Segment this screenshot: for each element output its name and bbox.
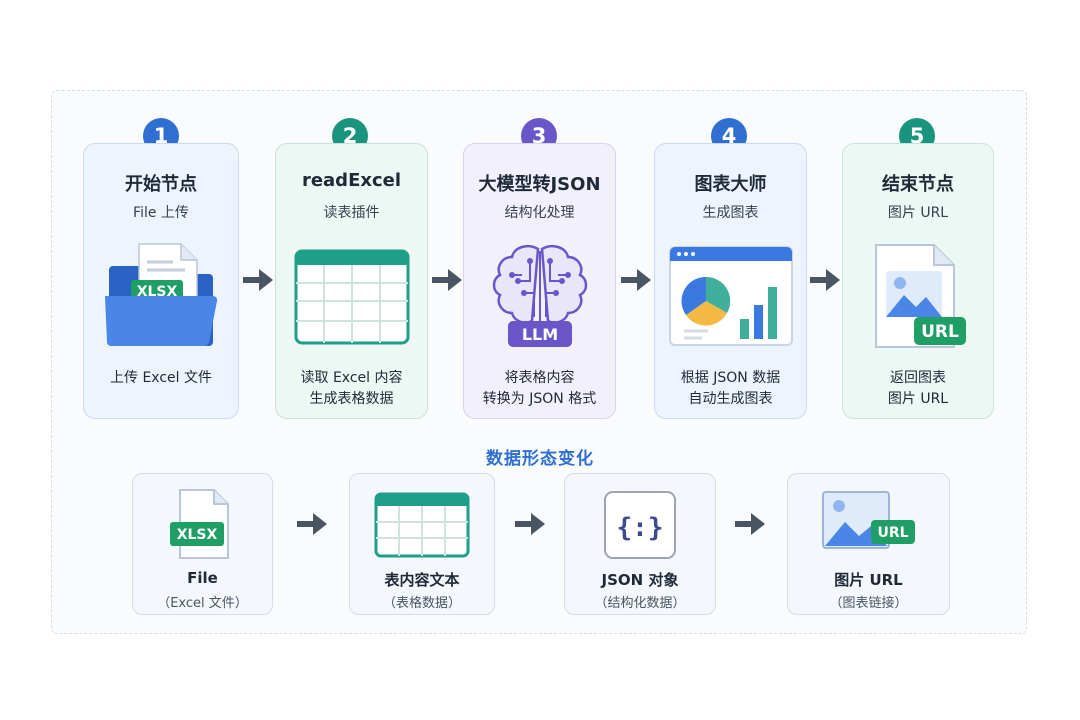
step-title: 结束节点 bbox=[882, 174, 954, 195]
data-card-label: File bbox=[187, 569, 218, 587]
data-card-sublabel: （表格数据） bbox=[382, 596, 461, 611]
spreadsheet-icon bbox=[276, 240, 427, 354]
step-card-start: 开始节点 File 上传 XLSX 上传 Excel 文件 bbox=[83, 143, 239, 419]
step-description: 读取 Excel 内容 生成表格数据 bbox=[276, 368, 427, 410]
step-card-llm-json: 大模型转JSON 结构化处理 LLM 将表格内容 转换为 JSON 格式 bbox=[463, 143, 616, 419]
data-card-sublabel: （图表链接） bbox=[829, 596, 908, 611]
llm-badge-text: LLM bbox=[521, 325, 557, 344]
step-title: readExcel bbox=[301, 170, 402, 191]
desc-line: 将表格内容 bbox=[504, 370, 575, 386]
desc-line: 返回图表 bbox=[890, 370, 946, 386]
step-subtitle: File 上传 bbox=[133, 205, 189, 221]
step-title: 开始节点 bbox=[125, 174, 197, 195]
data-card-label: 表内容文本 bbox=[384, 571, 460, 589]
table-icon bbox=[350, 486, 494, 564]
step-title: 图表大师 bbox=[694, 174, 767, 195]
data-card-table-text: 表内容文本 （表格数据） bbox=[349, 473, 495, 615]
data-card-image-url: URL 图片 URL （图表链接） bbox=[787, 473, 950, 615]
json-braces-icon: {:} bbox=[565, 486, 715, 564]
xlsx-file-icon: XLSX bbox=[133, 486, 272, 564]
folder-xlsx-icon: XLSX bbox=[84, 240, 238, 354]
step-subtitle: 结构化处理 bbox=[504, 205, 575, 221]
step-card-end: 结束节点 图片 URL URL 返回图表 图片 URL bbox=[842, 143, 994, 419]
arrow-right-icon bbox=[621, 269, 651, 291]
step-subtitle: 读表插件 bbox=[323, 205, 380, 221]
desc-line: 读取 Excel 内容 bbox=[300, 370, 403, 386]
step-description: 根据 JSON 数据 自动生成图表 bbox=[655, 368, 806, 410]
arrow-right-icon bbox=[735, 513, 765, 535]
chart-dashboard-icon bbox=[655, 240, 806, 354]
arrow-right-icon bbox=[810, 269, 840, 291]
arrow-right-icon bbox=[432, 269, 462, 291]
json-glyph: {:} bbox=[617, 513, 664, 543]
image-url-icon: URL bbox=[788, 486, 949, 564]
desc-line: 上传 Excel 文件 bbox=[110, 370, 212, 386]
step-description: 上传 Excel 文件 bbox=[84, 368, 238, 389]
data-card-sublabel: （结构化数据） bbox=[594, 596, 686, 611]
step-subtitle: 生成图表 bbox=[702, 205, 759, 221]
arrow-right-icon bbox=[515, 513, 545, 535]
data-card-sublabel: （Excel 文件） bbox=[157, 596, 248, 611]
data-card-file: XLSX File （Excel 文件） bbox=[132, 473, 273, 615]
xlsx-badge-text: XLSX bbox=[176, 527, 217, 543]
step-description: 返回图表 图片 URL bbox=[843, 368, 993, 410]
desc-line: 根据 JSON 数据 bbox=[680, 370, 781, 386]
step-subtitle: 图片 URL bbox=[887, 205, 949, 221]
step-card-readexcel: readExcel 读表插件 读取 Excel 内容 生成表格数据 bbox=[275, 143, 428, 419]
desc-line: 生成表格数据 bbox=[309, 391, 394, 407]
desc-line: 自动生成图表 bbox=[688, 391, 773, 407]
url-badge-text: URL bbox=[877, 525, 908, 541]
data-card-json: {:} JSON 对象 （结构化数据） bbox=[564, 473, 716, 615]
step-card-chart-master: 图表大师 生成图表 根据 JSON 数据 自动生成图表 bbox=[654, 143, 807, 419]
data-card-label: JSON 对象 bbox=[601, 571, 679, 589]
arrow-right-icon bbox=[243, 269, 273, 291]
data-transform-title: 数据形态变化 bbox=[486, 449, 594, 469]
image-url-icon: URL bbox=[843, 240, 993, 354]
arrow-right-icon bbox=[297, 513, 327, 535]
desc-line: 图片 URL bbox=[887, 391, 949, 407]
data-card-label: 图片 URL bbox=[834, 571, 903, 589]
desc-line: 转换为 JSON 格式 bbox=[482, 391, 597, 407]
step-description: 将表格内容 转换为 JSON 格式 bbox=[464, 368, 615, 410]
step-title: 大模型转JSON bbox=[478, 174, 601, 195]
brain-llm-icon: LLM bbox=[464, 240, 615, 354]
url-badge-text: URL bbox=[921, 322, 959, 342]
